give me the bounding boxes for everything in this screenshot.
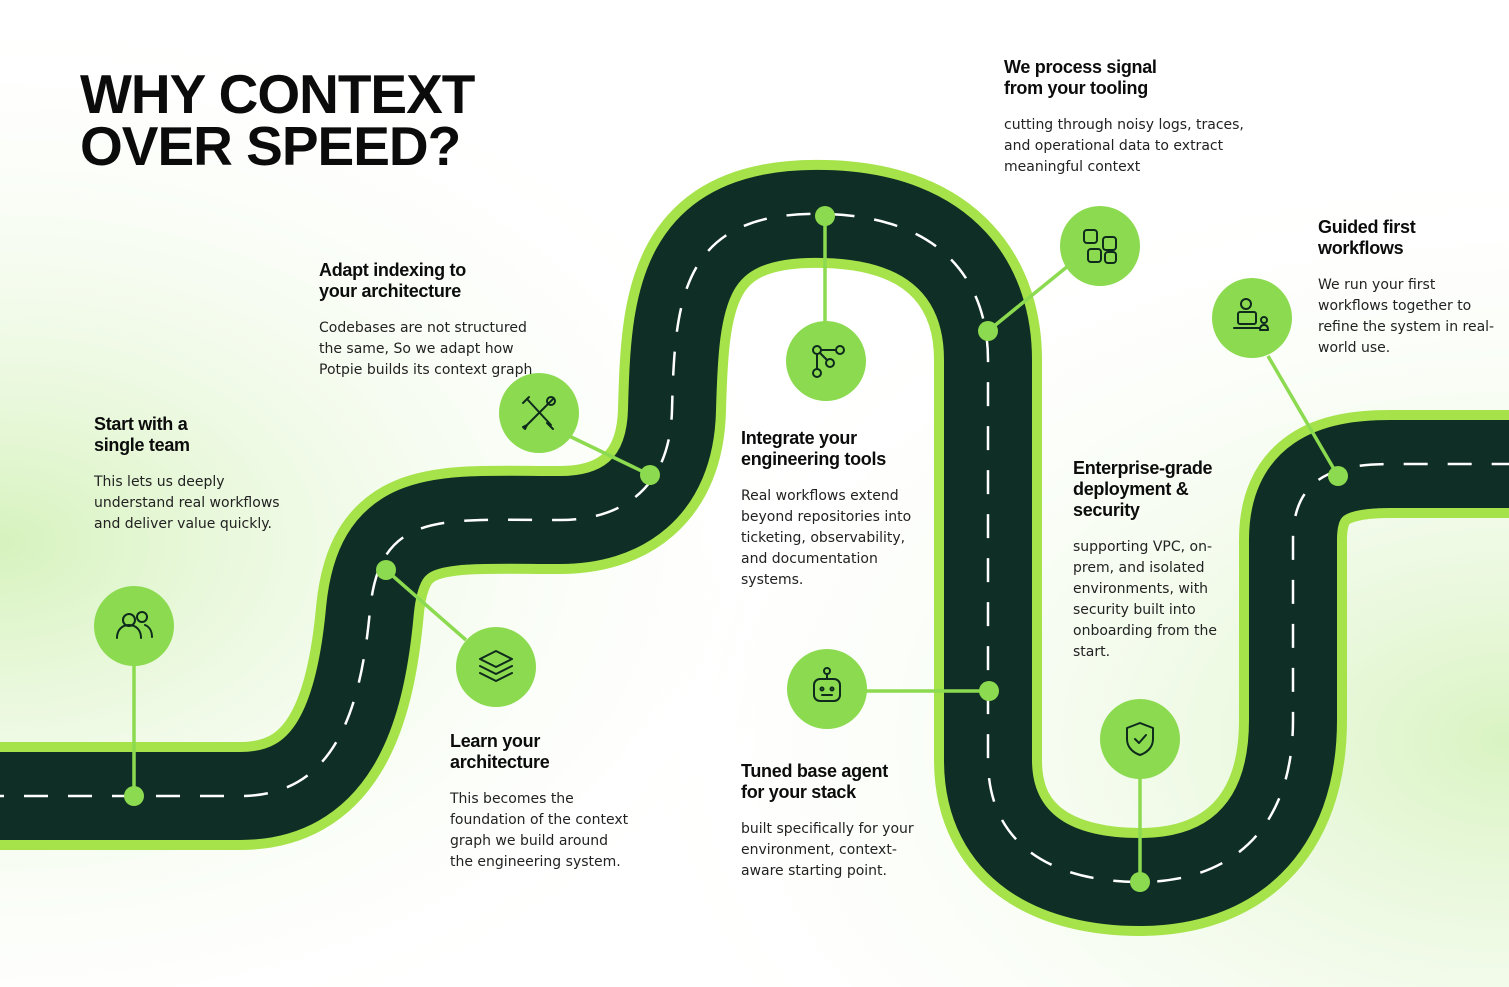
step-process-signal: We process signal from your tooling cutt… — [1004, 57, 1244, 178]
step-title-line: single team — [94, 435, 190, 455]
road-dot — [1328, 466, 1348, 486]
step-title: Adapt indexing to your architecture — [319, 260, 544, 302]
step-title-line: for your stack — [741, 782, 856, 802]
robot-icon — [787, 649, 867, 729]
road-dot — [124, 786, 144, 806]
road-surface — [0, 169, 1509, 926]
connector-adapt-indexing — [564, 432, 651, 477]
connector-learn-architecture — [384, 568, 468, 642]
road-dot — [978, 321, 998, 341]
step-title-line: Tuned base agent — [741, 761, 888, 781]
step-description: Codebases are not structured the same, S… — [319, 320, 533, 378]
step-description: cutting through noisy logs, traces, and … — [1004, 117, 1244, 175]
step-start-team: Start with a single team This lets us de… — [94, 414, 284, 535]
step-title-line: engineering tools — [741, 449, 886, 469]
step-description: Real workflows extend beyond repositorie… — [741, 488, 912, 588]
step-title-line: deployment & — [1073, 479, 1189, 499]
blocks-icon — [1060, 206, 1140, 286]
step-description: supporting VPC, on-prem, and isolated en… — [1073, 539, 1217, 660]
step-title-line: Guided first — [1318, 217, 1416, 237]
share-nodes-icon — [786, 321, 866, 401]
step-learn-architecture: Learn your architecture This becomes the… — [450, 731, 635, 873]
title-line-2: OVER SPEED? — [80, 115, 461, 177]
step-title-line: architecture — [450, 752, 550, 772]
users-icon — [94, 586, 174, 666]
step-title: Guided first workflows — [1318, 217, 1498, 259]
step-adapt-indexing: Adapt indexing to your architecture Code… — [319, 260, 544, 381]
road-dot — [640, 465, 660, 485]
step-title-line: security — [1073, 500, 1140, 520]
step-title-line: Learn your — [450, 731, 541, 751]
step-title-line: from your tooling — [1004, 78, 1148, 98]
connectors — [132, 216, 1340, 882]
step-integrate-tools: Integrate your engineering tools Real wo… — [741, 428, 931, 591]
step-title-line: workflows — [1318, 238, 1404, 258]
step-title-line: Adapt indexing to — [319, 260, 466, 280]
step-description: This lets us deeply understand real work… — [94, 474, 280, 532]
road-dot — [979, 681, 999, 701]
tools-icon — [499, 373, 579, 453]
step-title-line: your architecture — [319, 281, 461, 301]
road-dot — [1130, 872, 1150, 892]
step-tuned-agent: Tuned base agent for your stack built sp… — [741, 761, 931, 882]
step-title: Tuned base agent for your stack — [741, 761, 931, 803]
step-title-line: Integrate your — [741, 428, 857, 448]
step-title-line: Start with a — [94, 414, 188, 434]
step-description: This becomes the foundation of the conte… — [450, 791, 629, 870]
road-dot — [815, 206, 835, 226]
step-description: built specifically for your environment,… — [741, 821, 914, 879]
step-guided-workflows: Guided first workflows We run your first… — [1318, 217, 1498, 359]
connector-process-signal — [986, 264, 1070, 333]
step-title: Enterprise-grade deployment & security — [1073, 458, 1248, 521]
road-dots — [124, 206, 1348, 892]
step-enterprise: Enterprise-grade deployment & security s… — [1073, 458, 1248, 663]
step-description: We run your first workflows together to … — [1318, 277, 1495, 356]
user-laptop-icon — [1212, 278, 1292, 358]
page-title: WHY CONTEXT OVER SPEED? — [80, 63, 475, 177]
title-line-1: WHY CONTEXT — [80, 63, 475, 125]
step-title: Integrate your engineering tools — [741, 428, 931, 470]
step-title: Learn your architecture — [450, 731, 635, 773]
shield-check-icon — [1100, 699, 1180, 779]
step-title: Start with a single team — [94, 414, 284, 456]
step-title: We process signal from your tooling — [1004, 57, 1244, 99]
road-dot — [376, 560, 396, 580]
step-title-line: Enterprise-grade — [1073, 458, 1213, 478]
step-title-line: We process signal — [1004, 57, 1157, 77]
layers-icon — [456, 627, 536, 707]
connector-guided — [1266, 355, 1340, 477]
